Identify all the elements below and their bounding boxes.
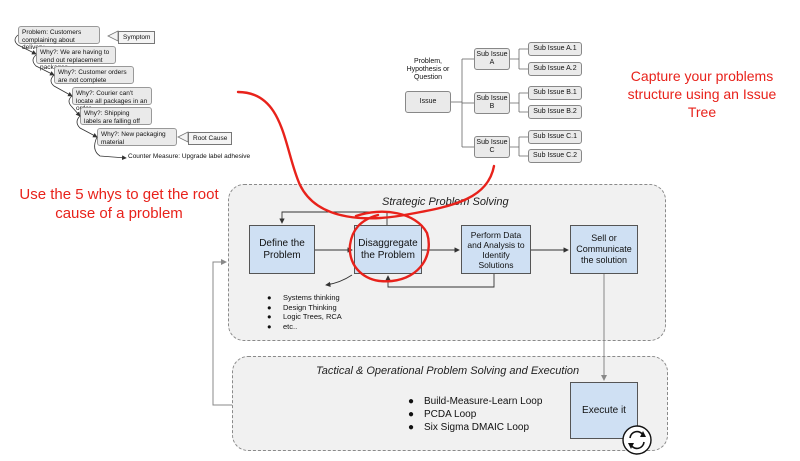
root-cause-pointer	[177, 131, 189, 143]
problem-box: Problem: Customers complaining about del…	[18, 26, 100, 51]
loop-item: Six Sigma DMAIC Loop	[408, 421, 542, 434]
why-box-2: Why?: Customer orders are not complete	[54, 66, 134, 84]
why-box-4: Why?: Shipping labels are falling off	[80, 107, 152, 125]
five-whys-connectors	[14, 34, 127, 161]
data-analysis-box: Perform Data and Analysis to Identify So…	[461, 225, 531, 274]
issue-tree-annotation: Capture your problems structure using an…	[627, 68, 777, 120]
sub-issue-b-box: Sub Issue B	[474, 92, 510, 114]
sub-issue-c1-box: Sub Issue C.1	[528, 130, 582, 144]
sub-issue-a2-box: Sub Issue A.2	[528, 62, 582, 76]
cycle-arrows-icon	[622, 425, 652, 455]
loop-item: Build-Measure-Learn Loop	[408, 395, 542, 408]
red-annotation-strokes	[236, 90, 496, 283]
counter-measure-text: Counter Measure: Upgrade label adhesive	[128, 153, 251, 160]
why-box-1: Why?: We are having to send out replacem…	[36, 46, 116, 71]
strategic-panel-title: Strategic Problem Solving	[382, 196, 509, 208]
disaggregate-problem-box: Disaggregate the Problem	[354, 225, 422, 274]
sub-issue-a1-box: Sub Issue A.1	[528, 42, 582, 56]
sub-issue-c-box: Sub Issue C	[474, 136, 510, 158]
loop-item: PCDA Loop	[408, 408, 542, 421]
why-box-5: Why?: New packaging material	[97, 128, 177, 146]
method-item: Systems thinking	[267, 293, 342, 303]
issue-tree-connectors	[451, 48, 528, 157]
root-cause-label: Root Cause	[188, 132, 233, 145]
sell-communicate-box: Sell or Communicate the solution	[570, 225, 638, 274]
why-box-3: Why?: Courier can't locate all packages …	[72, 87, 152, 112]
method-item: Logic Trees, RCA	[267, 312, 342, 322]
method-item: etc..	[267, 322, 342, 332]
sub-issue-c2-box: Sub Issue C.2	[528, 149, 582, 163]
issue-root-box: Issue	[405, 91, 451, 113]
issue-tree-header: Problem, Hypothesis or Question	[406, 58, 450, 81]
execute-box: Execute it	[570, 382, 638, 439]
methods-list: Systems thinking Design Thinking Logic T…	[267, 293, 342, 331]
loops-list: Build-Measure-Learn Loop PCDA Loop Six S…	[408, 395, 542, 434]
tactical-panel-title: Tactical & Operational Problem Solving a…	[316, 365, 580, 377]
strategic-flow-arrows	[279, 211, 569, 288]
execute-feedback-loop	[212, 259, 232, 406]
five-whys-annotation: Use the 5 whys to get the root cause of …	[19, 186, 219, 222]
sub-issue-a-box: Sub Issue A	[474, 48, 510, 70]
sub-issue-b2-box: Sub Issue B.2	[528, 105, 582, 119]
symptom-label: Symptom	[118, 31, 156, 44]
sub-issue-b1-box: Sub Issue B.1	[528, 86, 582, 100]
symptom-pointer	[107, 30, 119, 42]
method-item: Design Thinking	[267, 303, 342, 313]
define-problem-box: Define the Problem	[249, 225, 315, 274]
